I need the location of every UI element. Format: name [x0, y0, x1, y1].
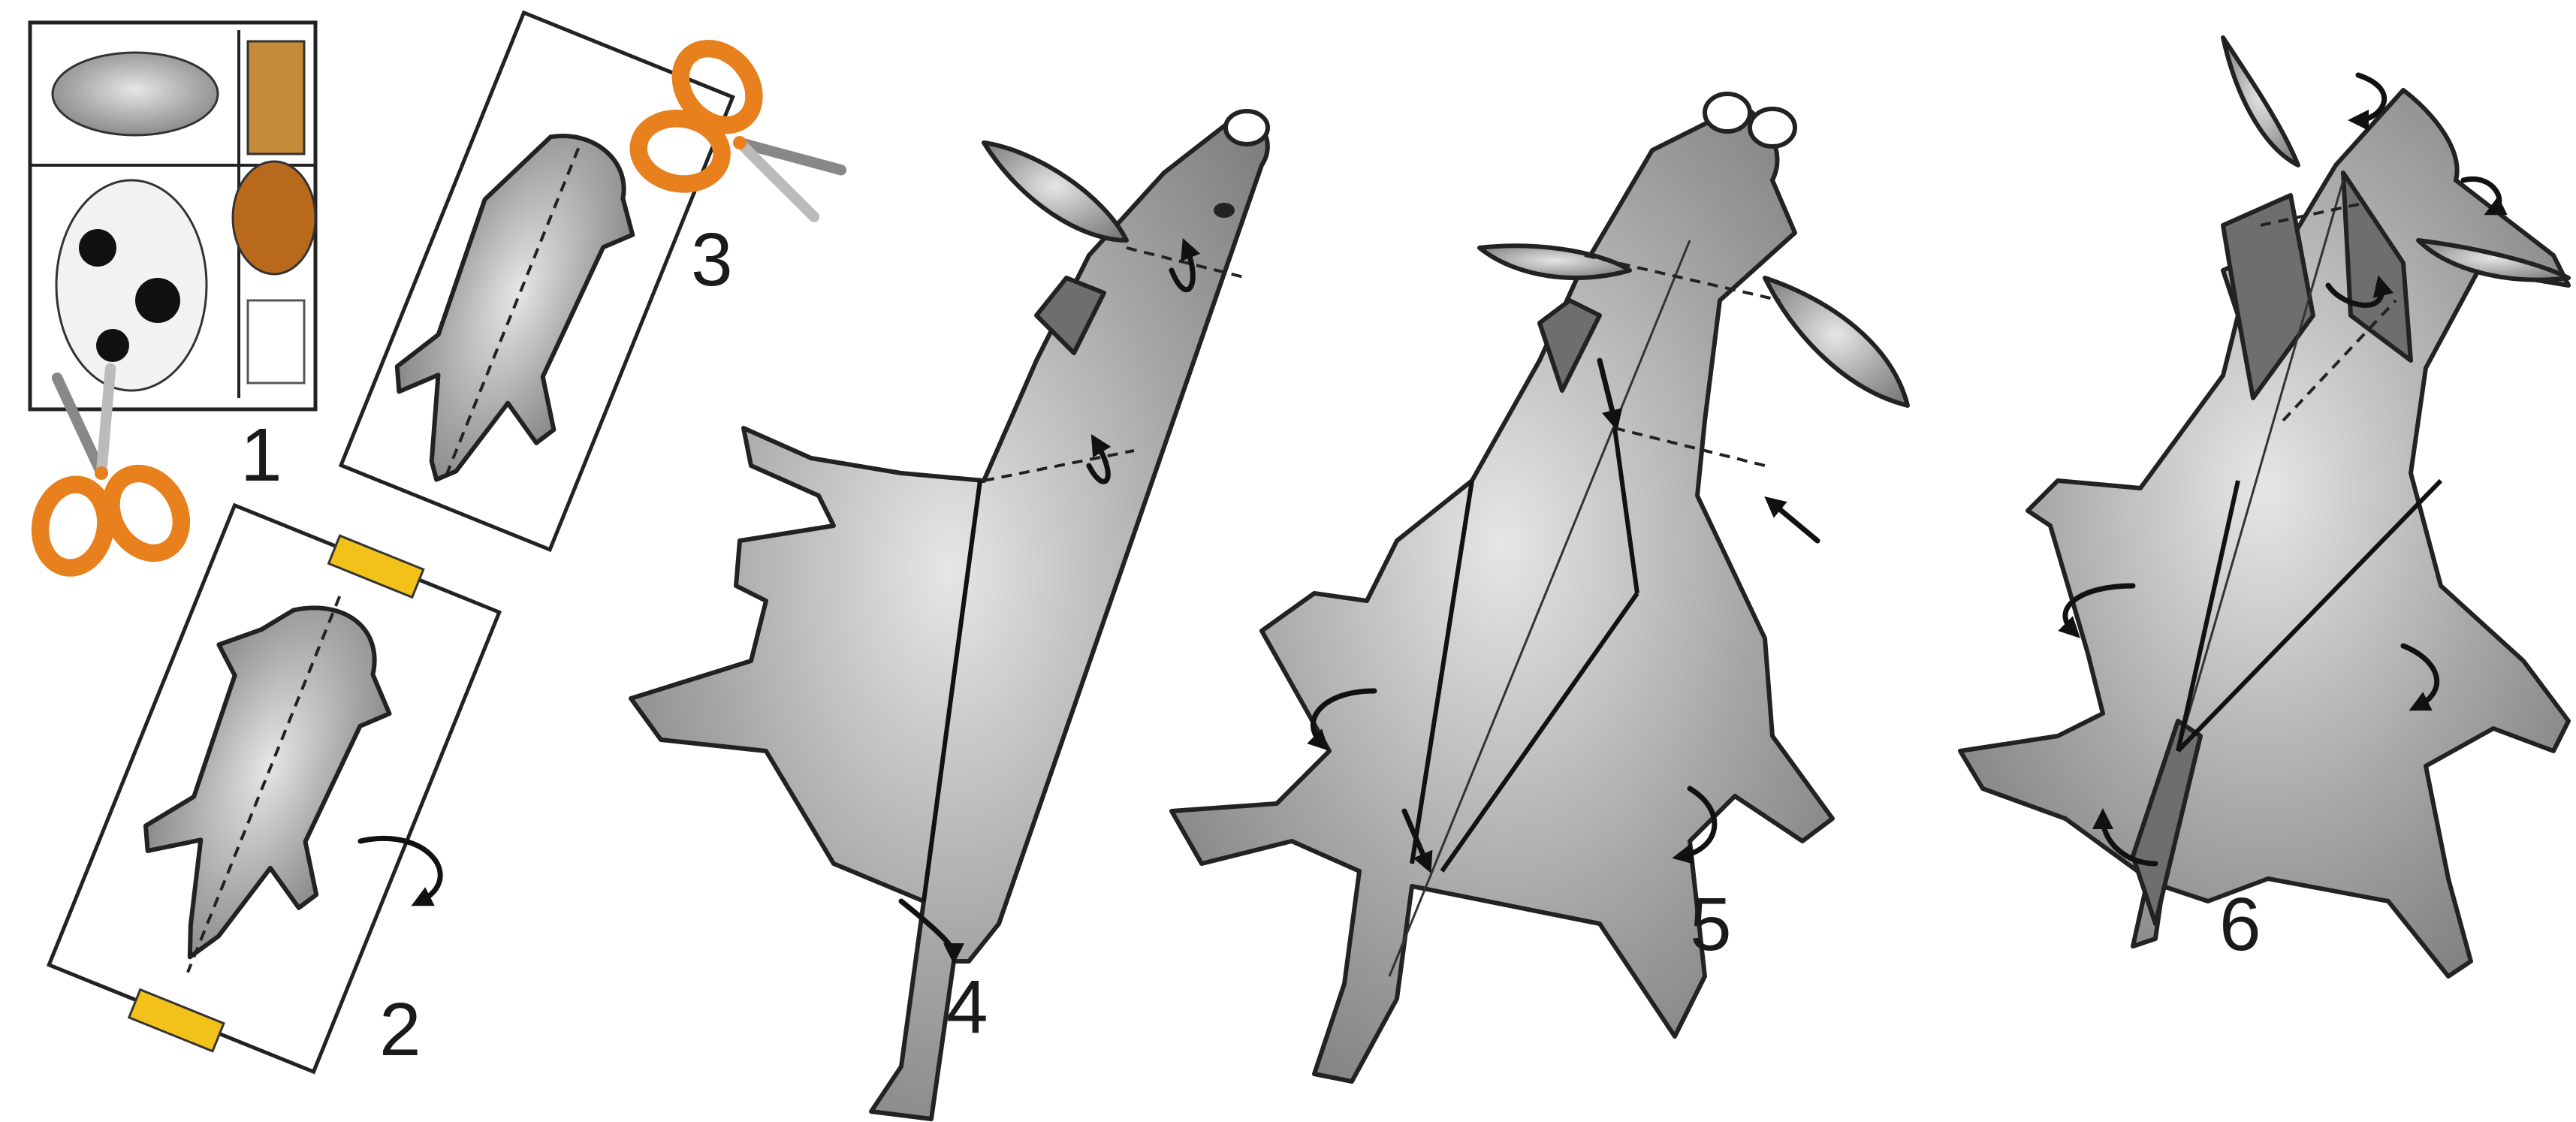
step-number-2: 2 [379, 988, 421, 1072]
step-number-1: 1 [240, 413, 282, 497]
step-2-fold-with-tape [42, 495, 504, 1089]
step-number-3: 3 [691, 218, 733, 302]
step-number-6: 6 [2219, 882, 2261, 967]
step-5-fold-head [1172, 94, 1908, 1081]
step-6-final-shape [1960, 38, 2568, 976]
step-3-cut-out [341, 13, 733, 550]
step-1-printed-sheet [30, 23, 315, 409]
step-number-5: 5 [1690, 882, 1732, 967]
step-number-4: 4 [946, 965, 988, 1049]
